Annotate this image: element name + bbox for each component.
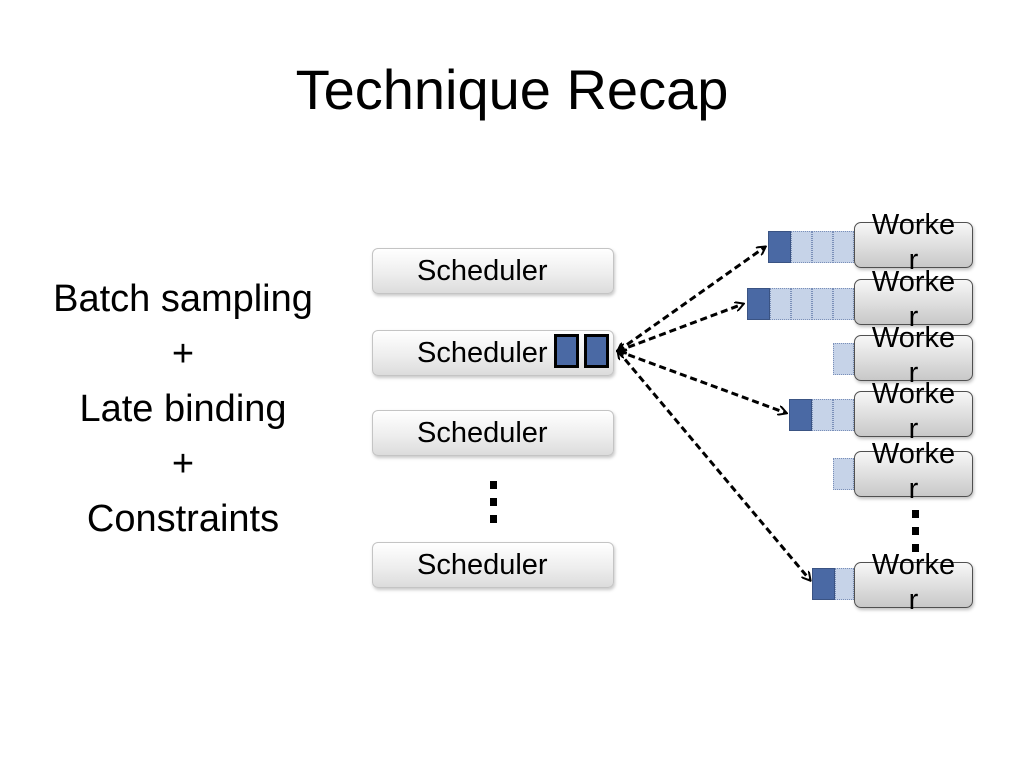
queue-slot bbox=[833, 231, 854, 263]
scheduler-box: Scheduler bbox=[372, 248, 614, 294]
reservation-slot bbox=[812, 568, 835, 600]
queue-slot bbox=[833, 399, 854, 431]
queue-slot bbox=[812, 288, 833, 320]
probe-arrow bbox=[618, 247, 765, 351]
queue-slot bbox=[833, 458, 854, 490]
worker-box bbox=[854, 562, 973, 608]
late-binding-label: Late binding bbox=[79, 388, 287, 430]
constraints-label: Constraints bbox=[86, 498, 280, 540]
scheduler-ellipsis bbox=[490, 481, 497, 523]
probe-message bbox=[554, 334, 579, 368]
batch-sampling-label: Batch sampling bbox=[53, 278, 313, 320]
slide-title: Technique Recap bbox=[295, 58, 729, 121]
probe-arrow bbox=[618, 304, 743, 351]
queue-slot bbox=[833, 288, 854, 320]
queue-slot bbox=[835, 568, 854, 600]
worker-box bbox=[854, 222, 973, 268]
worker-label: Worker bbox=[871, 378, 956, 445]
reservation-slot bbox=[768, 231, 791, 263]
worker-label: Worker bbox=[871, 549, 956, 616]
queue-slot bbox=[812, 231, 833, 263]
plus-sign: + bbox=[171, 333, 195, 375]
queue-slot bbox=[770, 288, 791, 320]
worker-box bbox=[854, 335, 973, 381]
queue-slot bbox=[791, 231, 812, 263]
queue-slot bbox=[833, 343, 854, 375]
plus-sign: + bbox=[171, 443, 195, 485]
worker-ellipsis bbox=[912, 510, 919, 552]
scheduler-box: Scheduler bbox=[372, 542, 614, 588]
queue-slot bbox=[812, 399, 833, 431]
probe-message bbox=[584, 334, 609, 368]
technique-list: Batch sampling + Late binding + Constrai… bbox=[20, 272, 346, 547]
worker-box bbox=[854, 391, 973, 437]
scheduler-box: Scheduler bbox=[372, 410, 614, 456]
worker-label: Worker bbox=[871, 438, 956, 505]
worker-box bbox=[854, 279, 973, 325]
worker-label: Worker bbox=[871, 266, 956, 333]
worker-box bbox=[854, 451, 973, 497]
queue-slot bbox=[791, 288, 812, 320]
probe-arrow bbox=[618, 351, 810, 580]
worker-label: Worker bbox=[871, 209, 956, 276]
worker-label: Worker bbox=[871, 322, 956, 389]
